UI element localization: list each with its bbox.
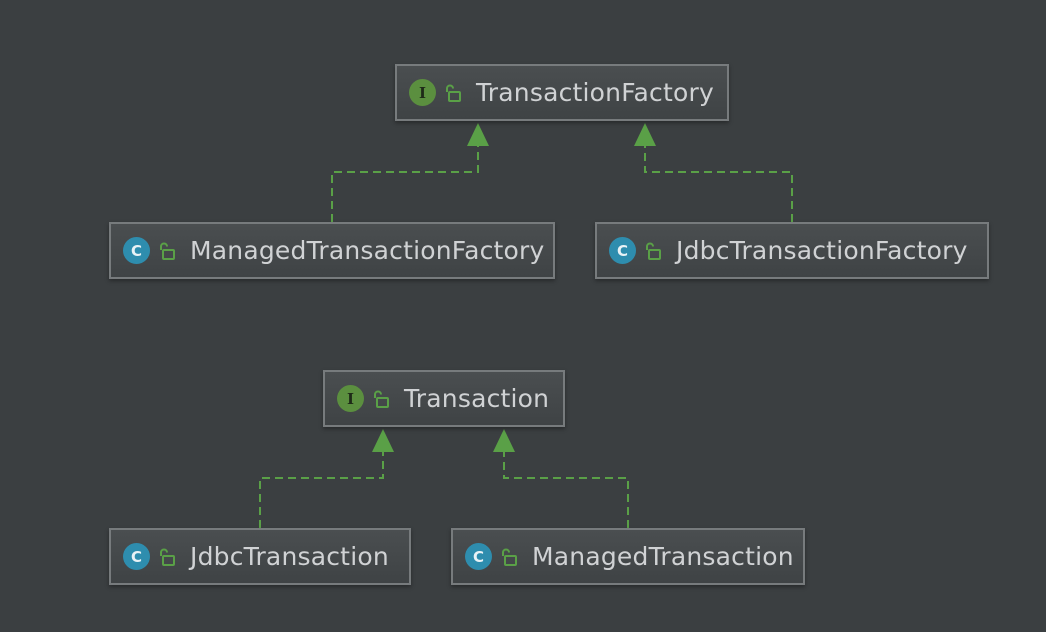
unlocked-icon (446, 84, 461, 102)
edge-managed-transaction-to-transaction (503, 452, 629, 528)
arrowhead (493, 429, 515, 452)
node-label: ManagedTransactionFactory (190, 236, 545, 265)
node-managed-transaction[interactable]: C ManagedTransaction (451, 528, 805, 585)
node-transaction[interactable]: I Transaction (323, 370, 565, 427)
arrowhead (467, 123, 489, 146)
interface-icon: I (409, 79, 436, 106)
node-label: ManagedTransaction (532, 542, 794, 571)
arrowhead (634, 123, 656, 146)
class-icon: C (609, 237, 636, 264)
class-icon: C (123, 543, 150, 570)
class-icon: C (465, 543, 492, 570)
node-transaction-factory[interactable]: I TransactionFactory (395, 64, 729, 121)
unlocked-icon (160, 242, 175, 260)
unlocked-icon (646, 242, 661, 260)
arrowhead (372, 429, 394, 452)
node-jdbc-transaction[interactable]: C JdbcTransaction (109, 528, 411, 585)
interface-icon: I (337, 385, 364, 412)
node-label: TransactionFactory (476, 78, 714, 107)
edge-jdbc-transaction-factory-to-transaction-factory (644, 146, 793, 222)
edge-jdbc-transaction-to-transaction (259, 452, 384, 528)
class-icon: C (123, 237, 150, 264)
unlocked-icon (502, 548, 517, 566)
unlocked-icon (374, 390, 389, 408)
node-jdbc-transaction-factory[interactable]: C JdbcTransactionFactory (595, 222, 989, 279)
node-managed-transaction-factory[interactable]: C ManagedTransactionFactory (109, 222, 555, 279)
node-label: Transaction (404, 384, 550, 413)
node-label: JdbcTransactionFactory (676, 236, 968, 265)
node-label: JdbcTransaction (190, 542, 389, 571)
unlocked-icon (160, 548, 175, 566)
edge-managed-transaction-factory-to-transaction-factory (331, 146, 479, 222)
